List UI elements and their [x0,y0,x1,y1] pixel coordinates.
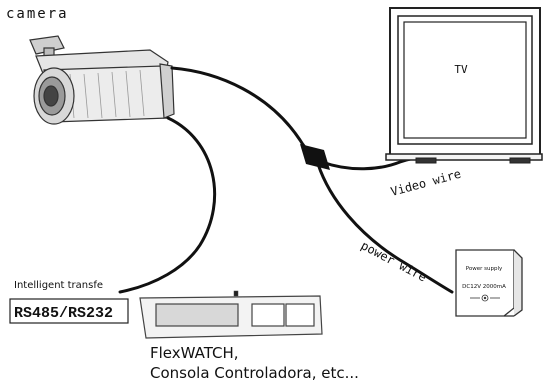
rs485-box [9,298,129,324]
controller-caption-line2: Consola Controladora, etc... [150,364,359,382]
video-wire-label: Video wire [389,167,462,199]
tv-label: TV [454,63,468,76]
power-cable [316,162,454,294]
controller-illustration [139,290,323,339]
camera-illustration [29,35,175,125]
controller-caption-line1: FlexWATCH, [150,344,239,362]
intelligent-transfer-label: Intelligent transfe [14,280,103,291]
data-cable [118,116,217,294]
power-wire-label: power wire [359,238,429,284]
cable-junction [300,144,330,170]
tv-illustration [385,7,543,164]
camera-label: camera [6,6,69,22]
power-supply-title: Power supply [466,266,503,272]
camera-cable [170,66,316,154]
rs485-label: RS485/RS232 [14,305,113,322]
power-supply-rating: DC12V 2000mA [462,284,506,290]
power-supply-illustration [455,249,523,317]
